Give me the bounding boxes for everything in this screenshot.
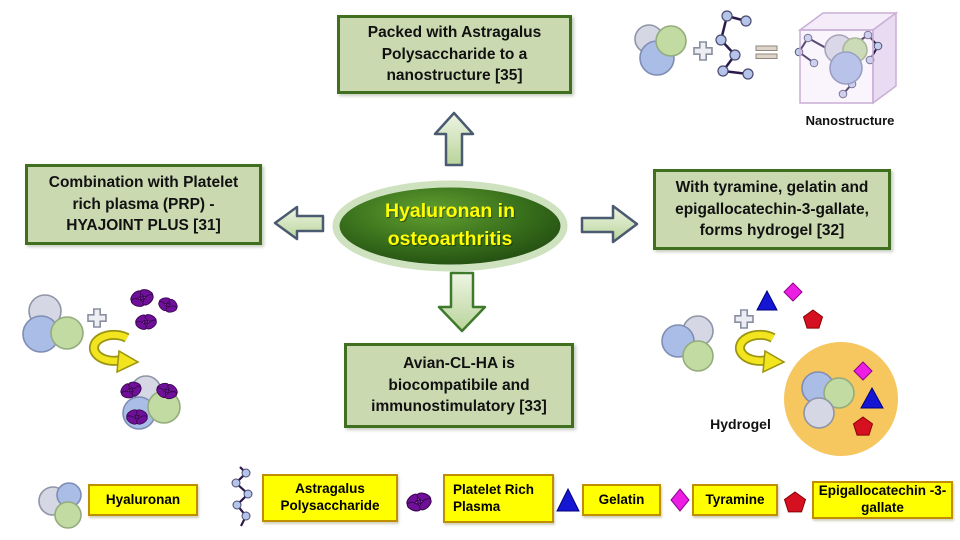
box-prp: Combination with Platelet rich plasma (P… (25, 164, 262, 245)
box-avian: Avian-CL-HA is biocompatibile and immuno… (344, 343, 574, 428)
tyramine-diamond-icon (783, 282, 803, 302)
hydrogel-illustration (661, 282, 898, 456)
arrow-left-icon (273, 205, 325, 241)
legend-hyaluronan: Hyaluronan (88, 484, 198, 516)
plus-icon (734, 309, 754, 329)
tyramine-diamond-icon (670, 488, 690, 512)
polysaccharide-chain-icon (715, 10, 754, 80)
legend-gelatin: Gelatin (582, 484, 661, 516)
nanostructure-illustration (634, 10, 899, 105)
hyaluronan-cluster-icon (634, 24, 687, 76)
prp-illustration (22, 284, 182, 430)
hyaluronan-cluster-icon (38, 482, 82, 529)
plus-icon (693, 41, 713, 61)
legend-astragalus: Astragalus Polysaccharide (262, 474, 398, 522)
nanostructure-cube (794, 11, 899, 105)
legend-prp: Platelet Rich Plasma (443, 474, 554, 523)
legend-egcg: Epigallocatechin -3-gallate (812, 481, 953, 519)
gelatin-triangle-icon (556, 487, 580, 512)
arrow-up-icon (433, 111, 475, 167)
hyaluronan-cluster-icon (824, 34, 868, 85)
polysaccharide-chain-icon (231, 466, 253, 527)
hyaluronan-cluster-icon (661, 315, 714, 372)
hyaluronan-cluster-icon (22, 294, 84, 353)
platelet-icon (402, 488, 436, 516)
central-ellipse (332, 180, 568, 272)
egcg-pentagon-icon (783, 491, 807, 513)
legend-tyramine: Tyramine (692, 484, 778, 516)
central-title: Hyaluronan in osteoarthritis (384, 200, 516, 251)
hyaluronan-prp-complex (116, 375, 182, 430)
legend-icons (38, 466, 807, 529)
curved-arrow-icon (740, 335, 784, 372)
egcg-pentagon-icon (852, 416, 874, 436)
arrow-right-icon (580, 204, 639, 244)
equals-icon (755, 45, 778, 59)
box-nanostructure: Packed with Astragalus Polysaccharide to… (337, 15, 572, 94)
nanostructure-label: Nanostructure (805, 113, 895, 128)
plus-icon (87, 308, 107, 328)
egcg-pentagon-icon (802, 309, 824, 329)
gelatin-triangle-icon (756, 289, 778, 311)
curved-arrow-icon (94, 335, 138, 372)
hydrogel-label: Hydrogel (710, 416, 771, 432)
platelet-icons (126, 284, 182, 333)
arrow-down-icon (437, 271, 487, 333)
gelatin-triangle-icon (860, 386, 884, 409)
hydrogel-circle (784, 342, 898, 456)
tyramine-diamond-icon (853, 361, 873, 381)
box-hydrogel: With tyramine, gelatin and epigallocatec… (653, 169, 891, 250)
